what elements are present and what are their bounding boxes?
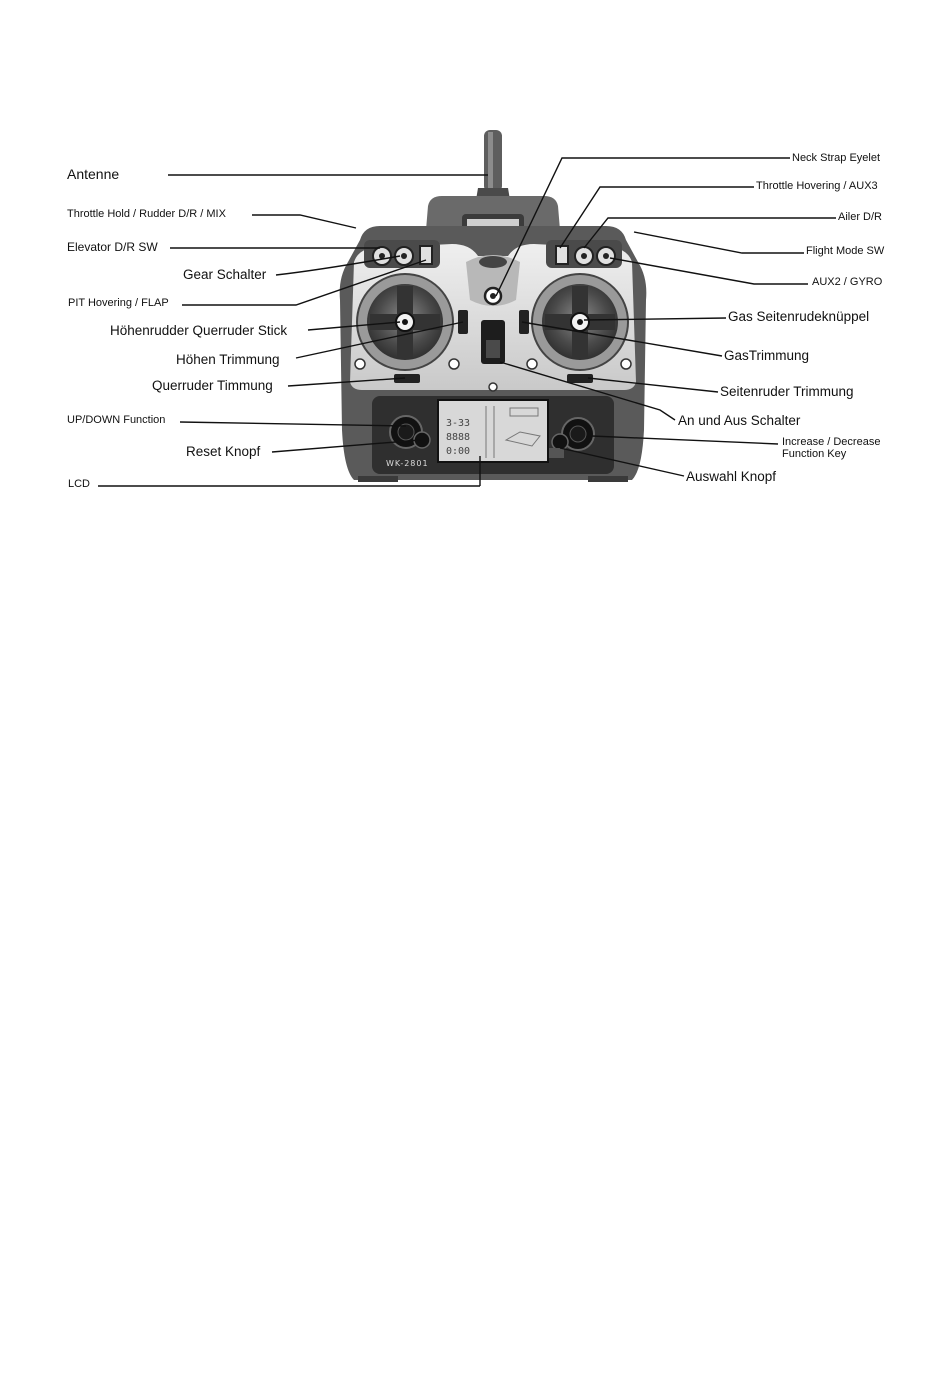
label-seitenruder-trimmung: Seitenruder Trimmung xyxy=(720,384,854,399)
power-switch xyxy=(481,320,505,364)
label-reset: Reset Knopf xyxy=(186,444,261,459)
svg-text:0:00: 0:00 xyxy=(446,446,470,457)
label-inc-dec-2: Function Key xyxy=(782,448,847,460)
svg-text:WK-2801: WK-2801 xyxy=(386,459,429,468)
lcd-screen: 3-33 8888 0:00 xyxy=(437,399,549,463)
label-hoehen-trimmung: Höhen Trimmung xyxy=(176,352,280,367)
label-elevator-dr: Elevator D/R SW xyxy=(67,240,158,254)
label-inc-dec-1: Increase / Decrease xyxy=(782,436,881,448)
left-toggle-switches xyxy=(372,245,433,266)
label-throttle-hovering: Throttle Hovering / AUX3 xyxy=(756,180,878,192)
label-antenne: Antenne xyxy=(67,166,120,182)
right-toggle-switches xyxy=(555,245,616,266)
label-pit-hovering: PIT Hovering / FLAP xyxy=(68,297,169,309)
label-gas-stick: Gas Seitenrudeknüppel xyxy=(728,309,870,324)
label-up-down: UP/DOWN Function xyxy=(67,414,166,426)
leader-lines xyxy=(98,157,836,487)
left-stick-gimbal xyxy=(354,273,460,371)
horizontal-trim-switches xyxy=(394,374,593,392)
label-auswahl: Auswahl Knopf xyxy=(686,469,777,484)
label-an-aus: An und Aus Schalter xyxy=(678,413,801,428)
label-lcd: LCD xyxy=(68,478,91,490)
right-stick-gimbal xyxy=(526,273,632,371)
label-gas-trimmung: GasTrimmung xyxy=(724,348,810,363)
svg-text:3-33: 3-33 xyxy=(446,418,470,429)
label-throttle-hold: Throttle Hold / Rudder D/R / MIX xyxy=(67,208,226,220)
label-querruder-timmung: Querruder Timmung xyxy=(152,378,273,393)
neck-strap-eyelet xyxy=(483,286,503,306)
label-aux2-gyro: AUX2 / GYRO xyxy=(812,276,883,288)
label-hoehen-quer-stick: Höhenrudder Querruder Stick xyxy=(110,323,288,338)
label-gear: Gear Schalter xyxy=(183,267,267,282)
label-ailer-dr: Ailer D/R xyxy=(838,211,883,223)
label-flight-mode: Flight Mode SW xyxy=(806,245,885,257)
label-neck-strap: Neck Strap Eyelet xyxy=(792,152,881,164)
svg-text:8888: 8888 xyxy=(446,432,470,443)
